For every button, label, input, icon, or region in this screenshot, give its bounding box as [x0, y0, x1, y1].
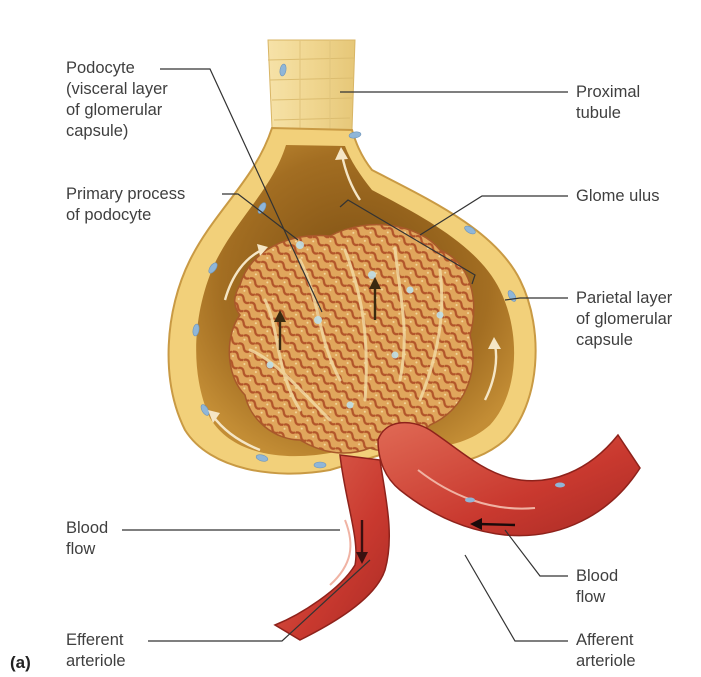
label-parietal-line2: of glomerular [576, 309, 672, 330]
label-afferent-line2: arteriole [576, 651, 636, 672]
label-blood-flow-left: Blood flow [66, 518, 108, 560]
label-blood-flow-left-line2: flow [66, 539, 108, 560]
label-glomerulus: Glome ulus [576, 186, 659, 207]
label-podocyte-line1: Podocyte [66, 58, 168, 79]
panel-label: (a) [10, 653, 31, 673]
label-primary-process-line1: Primary process [66, 184, 185, 205]
label-parietal-layer: Parietal layer of glomerular capsule [576, 288, 672, 351]
label-afferent-line1: Afferent [576, 630, 636, 651]
efferent-arteriole-shape [275, 455, 389, 640]
label-podocyte-line2: (visceral layer [66, 79, 168, 100]
glomerulus-tuft [229, 225, 473, 453]
label-podocyte: Podocyte (visceral layer of glomerular c… [66, 58, 168, 142]
label-parietal-line1: Parietal layer [576, 288, 672, 309]
label-proximal-line1: Proximal [576, 82, 640, 103]
label-blood-flow-right: Blood flow [576, 566, 618, 608]
label-afferent-arteriole: Afferent arteriole [576, 630, 636, 672]
proximal-tubule-shape [268, 40, 355, 140]
afferent-arteriole-shape [378, 423, 640, 536]
label-efferent-line2: arteriole [66, 651, 126, 672]
label-efferent-line1: Efferent [66, 630, 126, 651]
label-primary-process-line2: of podocyte [66, 205, 185, 226]
label-blood-flow-left-line1: Blood [66, 518, 108, 539]
label-blood-flow-right-line1: Blood [576, 566, 618, 587]
label-blood-flow-right-line2: flow [576, 587, 618, 608]
label-podocyte-line3: of glomerular [66, 100, 168, 121]
label-parietal-line3: capsule [576, 330, 672, 351]
label-primary-process: Primary process of podocyte [66, 184, 185, 226]
label-proximal-line2: tubule [576, 103, 640, 124]
label-glomerulus-line1: Glome ulus [576, 186, 659, 207]
label-efferent-arteriole: Efferent arteriole [66, 630, 126, 672]
label-proximal-tubule: Proximal tubule [576, 82, 640, 124]
label-podocyte-line4: capsule) [66, 121, 168, 142]
